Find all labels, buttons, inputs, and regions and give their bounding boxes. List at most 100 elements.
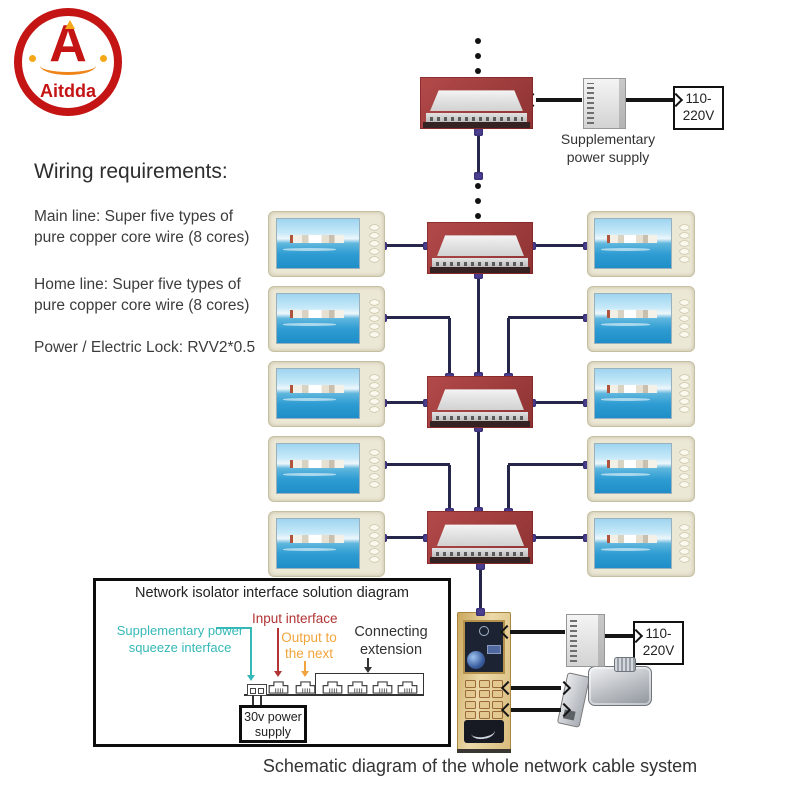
switch-base [430, 421, 530, 427]
keypad-key [478, 711, 490, 719]
ethernet-cable [508, 460, 592, 469]
indoor-monitor [587, 436, 695, 502]
conn-label-line1: Connecting [354, 624, 428, 640]
switch-ports [425, 112, 528, 122]
switch-ports [432, 257, 528, 267]
network-switch [427, 376, 533, 428]
ethernet-cable [474, 128, 483, 180]
isolator-body-line [244, 694, 424, 696]
monitor-screen [594, 292, 672, 344]
ethernet-cable [508, 313, 592, 322]
power-terminal-icon [247, 684, 267, 696]
ethernet-cable [527, 533, 592, 542]
indoor-monitor [268, 511, 385, 577]
monitor-screen [275, 367, 360, 419]
keypad-key [492, 711, 503, 719]
rj45-connector-icon [474, 424, 483, 432]
diagram-caption: Schematic diagram of the whole network c… [262, 756, 698, 776]
card-reader [464, 720, 504, 743]
psu-label-line1: Supplementary [560, 131, 656, 147]
indoor-monitor [587, 211, 695, 277]
switch-ports [432, 411, 528, 421]
network-switch [427, 222, 533, 274]
door-keypad [465, 680, 503, 719]
switch-base [423, 122, 530, 128]
power-cable [499, 624, 576, 640]
teal-arrow [247, 627, 255, 681]
monitor-screen [594, 517, 672, 569]
extension-bracket [315, 673, 424, 695]
logo-dot-right [100, 55, 107, 62]
brand-name: Aitdda [40, 81, 96, 101]
ethernet-cable [445, 318, 454, 381]
voltage-box-bottom: 110- 220V [633, 621, 684, 665]
supplementary-power-label: Supplementary power squeeze interface [104, 623, 256, 657]
swoosh-icon [40, 56, 96, 75]
power-cable [500, 702, 572, 718]
switch-chassis [436, 389, 524, 411]
output-label-line1: Output to [281, 630, 337, 645]
voltage-box-top: 110- 220V [673, 86, 724, 130]
input-jack-icon [268, 681, 289, 694]
monitor-screen [275, 442, 360, 494]
wiring-home-line-2: pure copper core wire (8 cores) [34, 297, 250, 315]
psu30-line2: supply [254, 725, 292, 739]
wiring-title: Wiring requirements: [34, 160, 228, 183]
indoor-monitor [268, 361, 385, 427]
extension-jack-icon [397, 681, 418, 694]
keypad-key [465, 690, 476, 699]
monitor-screen [594, 367, 672, 419]
ethernet-cable [527, 398, 592, 407]
teal-pointer-line [216, 627, 251, 629]
indoor-monitor [587, 286, 695, 352]
switch-base [430, 557, 530, 563]
keypad-key [492, 680, 503, 688]
monitor-screen [275, 217, 360, 269]
switch-chassis [436, 524, 524, 546]
output-label-line2: the next [284, 646, 334, 662]
power-cable [592, 628, 644, 644]
indoor-monitor [587, 511, 695, 577]
wiring-main-line-1: Main line: Super five types of [34, 208, 234, 225]
lock-strike-plate [556, 672, 591, 728]
ethernet-cable [378, 460, 450, 469]
voltage-line2: 220V [682, 107, 715, 123]
voltage-line1: 110- [645, 626, 672, 641]
wiring-main-line: Main line: Super five types of pure copp… [34, 206, 286, 248]
keypad-key [478, 700, 490, 709]
psu-30v-box: 30v power supply [239, 705, 307, 743]
network-isolator-inset: Network isolator interface solution diag… [93, 578, 451, 747]
network-switch [427, 511, 533, 564]
output-jack-icon [295, 681, 316, 694]
wiring-home-line: Home line: Super five types of pure copp… [34, 274, 286, 316]
ethernet-cable [445, 465, 454, 516]
keypad-key [492, 690, 503, 699]
ethernet-cable [378, 241, 432, 250]
monitor-screen [275, 292, 360, 344]
continuation-dots [475, 183, 481, 189]
keypad-key [465, 680, 476, 688]
rj45-connector-icon [476, 562, 485, 570]
psu-label-line2: power supply [566, 149, 650, 166]
ethernet-cable [378, 533, 432, 542]
switch-chassis [436, 235, 524, 257]
camera-lens-icon [479, 626, 489, 636]
ethernet-cable [474, 271, 483, 380]
monitor-screen [594, 442, 672, 494]
keypad-key [478, 680, 490, 688]
keypad-key [478, 690, 490, 699]
supplementary-psu-label: Supplementary power supply [543, 130, 673, 166]
extension-jack-icon [347, 681, 368, 694]
power-cable [611, 92, 684, 108]
indoor-monitor [268, 436, 385, 502]
wiring-main-line-2: pure copper core wire (8 cores) [34, 229, 250, 247]
monitor-screen [594, 217, 672, 269]
connecting-extension-label: Connecting extension [344, 623, 438, 659]
logo-dot-left [29, 55, 36, 62]
network-switch [420, 77, 533, 129]
keypad-key [465, 700, 476, 709]
switch-chassis [430, 90, 523, 112]
voltage-line2: 220V [642, 642, 675, 658]
extension-arrow [364, 658, 372, 673]
camera-display-art [467, 651, 485, 669]
